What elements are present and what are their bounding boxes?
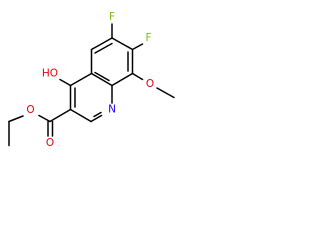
bonds [8,23,175,147]
bond-c8a-c4a-double [94,71,110,82]
bond-oester-ch2 [8,115,24,123]
bond-c4a-c4 [69,72,93,87]
bond-c2-n-double [93,111,102,118]
bond-c5-c6 [90,37,113,51]
bond-c8a-c4a [90,72,113,87]
bond-o-ch3 [156,87,175,99]
molecule-diagram: F F HO O N O O [8,11,175,149]
ring-nitrogen-label: N [108,104,116,116]
atom-labels: F F HO O N O O [26,11,154,149]
fluorine-label-right: F [145,32,151,44]
bond-c8-c8a [111,72,134,87]
bond-c6-c7 [111,37,134,51]
carbonyl-oxygen-label: O [46,137,54,149]
methoxy-oxygen-label: O [146,78,154,90]
bond-c2-n [90,114,103,123]
bond-c8-o [131,72,144,81]
ester-oxygen-label: O [26,104,34,116]
bond-c3-ccarbonyl [49,108,72,123]
bond-c7-f [131,43,144,51]
bond-ccarbonyl-oester [38,114,51,123]
bond-c4-oh [59,78,72,87]
fluorine-label-top: F [109,11,115,23]
bond-c5-c6-double [94,42,113,54]
hydroxyl-label: HO [42,68,58,80]
bond-c3-c2 [69,108,92,123]
molecule-canvas: F F HO O N O O [8,11,175,149]
